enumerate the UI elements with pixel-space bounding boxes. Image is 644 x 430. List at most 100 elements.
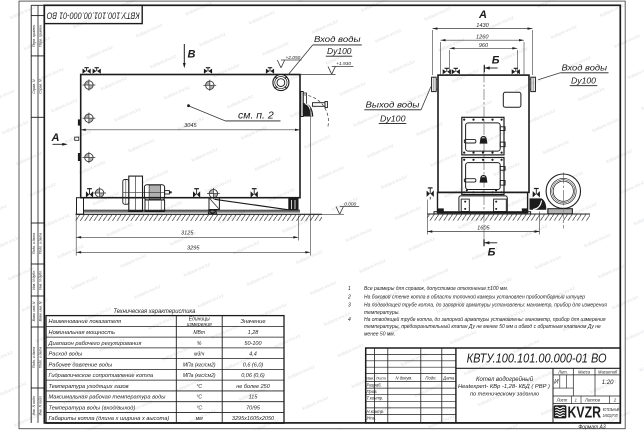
svg-text:°С: °С [196, 395, 202, 401]
svg-text:Изм.: Изм. [366, 375, 374, 380]
svg-text:Взам. инв. N: Взам. инв. N [38, 301, 42, 321]
svg-text:Масштаб: Масштаб [598, 369, 618, 374]
svg-text:Подп. и дата: Подп. и дата [32, 347, 36, 368]
svg-text:А: А [51, 132, 60, 144]
svg-text:Листов: Листов [584, 398, 601, 403]
svg-text:3295: 3295 [187, 246, 200, 252]
svg-text:4: 4 [348, 317, 351, 323]
svg-text:Heatexpert- КВр -1,28- КБД ( Р: Heatexpert- КВр -1,28- КБД ( РВР ) [458, 384, 550, 390]
svg-text:Габариты котла (длина х ширина: Габариты котла (длина х ширина х высота) [49, 416, 170, 422]
svg-text:Пров.: Пров. [367, 389, 378, 394]
svg-text:0,6 (6,0): 0,6 (6,0) [243, 362, 264, 368]
svg-text:Масса: Масса [578, 369, 591, 374]
svg-text:температуры.: температуры. [364, 310, 400, 316]
svg-text:мм: мм [196, 416, 203, 422]
svg-text:N докум.: N докум. [396, 375, 413, 380]
svg-text:Инв. N дубл.: Инв. N дубл. [38, 270, 42, 290]
svg-text:Температура воды (вход/выход): Температура воды (вход/выход) [49, 405, 136, 411]
svg-text:+2.050: +2.050 [286, 55, 301, 61]
svg-text:2: 2 [613, 398, 617, 403]
svg-text:КВТУ.100.101.00.000-01 ВО: КВТУ.100.101.00.000-01 ВО [46, 10, 139, 21]
svg-text:На подводящей трубе котла, до: На подводящей трубе котла, до запорной а… [364, 302, 607, 309]
svg-text:МПа (кгс/см2): МПа (кгс/см2) [183, 373, 216, 379]
svg-text:Вход воды: Вход воды [314, 34, 361, 44]
svg-text:МПа (кгс/см2): МПа (кгс/см2) [183, 362, 216, 368]
svg-text:Выход воды: Выход воды [366, 99, 420, 109]
svg-text:Дата: Дата [442, 375, 455, 380]
svg-text:0.000: 0.000 [344, 201, 356, 207]
svg-text:Температура уходящих газов: Температура уходящих газов [49, 384, 129, 390]
svg-text:Лит.: Лит. [557, 369, 568, 374]
svg-text:см. п. 2: см. п. 2 [238, 110, 274, 122]
svg-text:Техническая характеристика: Техническая характеристика [113, 308, 195, 315]
svg-text:Все размеры для справок, допус: Все размеры для справок, допустимое откл… [364, 286, 508, 292]
svg-text:Лист: Лист [375, 375, 387, 380]
svg-text:50-100: 50-100 [244, 341, 262, 347]
svg-text:Б: Б [488, 247, 496, 259]
svg-text:Утв.: Утв. [367, 416, 377, 421]
svg-text:Диапазон рабочего регулировани: Диапазон рабочего регулирования [48, 341, 142, 347]
svg-text:+1.930: +1.930 [336, 61, 351, 67]
svg-text:КВТУ.100.101.00.000-01 ВО: КВТУ.100.101.00.000-01 ВО [467, 352, 607, 366]
svg-text:°С: °С [196, 384, 202, 390]
svg-text:На отводящей трубе котла, до з: На отводящей трубе котла, до запорной ар… [364, 316, 606, 323]
svg-text:Взам. инв. N: Взам. инв. N [32, 301, 36, 321]
svg-text:Справ. N: Справ. N [32, 79, 36, 94]
svg-text:менее 50 мм.: менее 50 мм. [364, 331, 395, 337]
svg-text:Т.контр.: Т.контр. [367, 396, 384, 401]
svg-text:1: 1 [575, 398, 577, 403]
svg-text:Справ. N: Справ. N [38, 79, 42, 94]
svg-text:Единицы: Единицы [189, 316, 210, 322]
svg-text:Подп. и дата: Подп. и дата [38, 347, 42, 368]
svg-text:KVZR: KVZR [568, 404, 602, 421]
svg-text:1:20: 1:20 [602, 380, 614, 386]
svg-text:Котел водогрейный: Котел водогрейный [476, 376, 534, 383]
svg-text:В: В [188, 49, 196, 61]
svg-text:Вход воды: Вход воды [562, 62, 608, 72]
svg-text:960: 960 [479, 43, 489, 49]
svg-text:Dy100: Dy100 [571, 76, 596, 86]
svg-text:Инв. N подл.: Инв. N подл. [38, 395, 42, 415]
svg-text:70/95: 70/95 [246, 405, 261, 411]
svg-text:Перв. примен.: Перв. примен. [38, 24, 42, 47]
svg-text:Перв. примен.: Перв. примен. [32, 24, 36, 47]
svg-text:Н.контр.: Н.контр. [367, 409, 385, 414]
svg-text:2: 2 [347, 294, 351, 300]
svg-text:Инв. N подл.: Инв. N подл. [32, 395, 36, 415]
svg-text:МВт: МВт [193, 330, 205, 336]
svg-text:Dy100: Dy100 [327, 46, 352, 56]
svg-text:1,28: 1,28 [248, 330, 260, 336]
svg-text:Разраб.: Разраб. [367, 382, 382, 387]
svg-text:3295х1605х2050: 3295х1605х2050 [232, 416, 275, 422]
svg-text:Расход воды: Расход воды [49, 352, 83, 358]
svg-text:Подп.: Подп. [425, 375, 436, 380]
svg-text:по техническому заданию: по техническому заданию [470, 392, 540, 398]
svg-text:Б: Б [492, 54, 500, 66]
svg-text:Значение: Значение [241, 319, 266, 325]
svg-text:Гидравлическое сопротивление к: Гидравлическое сопротивление котла [49, 373, 154, 379]
svg-text:Номинальная мощность: Номинальная мощность [49, 330, 115, 336]
svg-text:И: И [554, 378, 559, 385]
svg-text:А: А [478, 9, 487, 21]
svg-text:КОТЕЛЬНЫЙ: КОТЕЛЬНЫЙ [603, 407, 620, 412]
svg-text:3125: 3125 [181, 231, 194, 237]
svg-text:Максимальная рабочая температу: Максимальная рабочая температура воды [49, 395, 167, 401]
svg-text:3: 3 [348, 303, 351, 309]
svg-text:Наименование показателя: Наименование показателя [49, 319, 122, 325]
svg-text:3045: 3045 [184, 123, 197, 129]
svg-text:измерения: измерения [187, 322, 212, 328]
svg-text:Формат А3: Формат А3 [578, 425, 606, 430]
svg-text:°С: °С [196, 405, 202, 411]
svg-text:1605: 1605 [477, 226, 490, 232]
svg-text:температуры, предохранительный: температуры, предохранительный клапан Ду… [364, 323, 601, 330]
svg-text:115: 115 [249, 395, 259, 401]
svg-text:Подп. и дата: Подп. и дата [38, 233, 42, 254]
svg-text:4,4: 4,4 [249, 352, 257, 358]
svg-text:На боковой стенке котла в обла: На боковой стенке котла в области топочн… [364, 293, 585, 300]
svg-text:1260: 1260 [476, 35, 489, 41]
svg-text:Подп. и дата: Подп. и дата [32, 233, 36, 254]
svg-text:Dy100: Dy100 [380, 113, 406, 123]
svg-text:1430: 1430 [476, 23, 489, 29]
svg-text:м3/ч: м3/ч [194, 352, 205, 358]
svg-text:ЗАВОД РЭП: ЗАВОД РЭП [603, 413, 618, 418]
